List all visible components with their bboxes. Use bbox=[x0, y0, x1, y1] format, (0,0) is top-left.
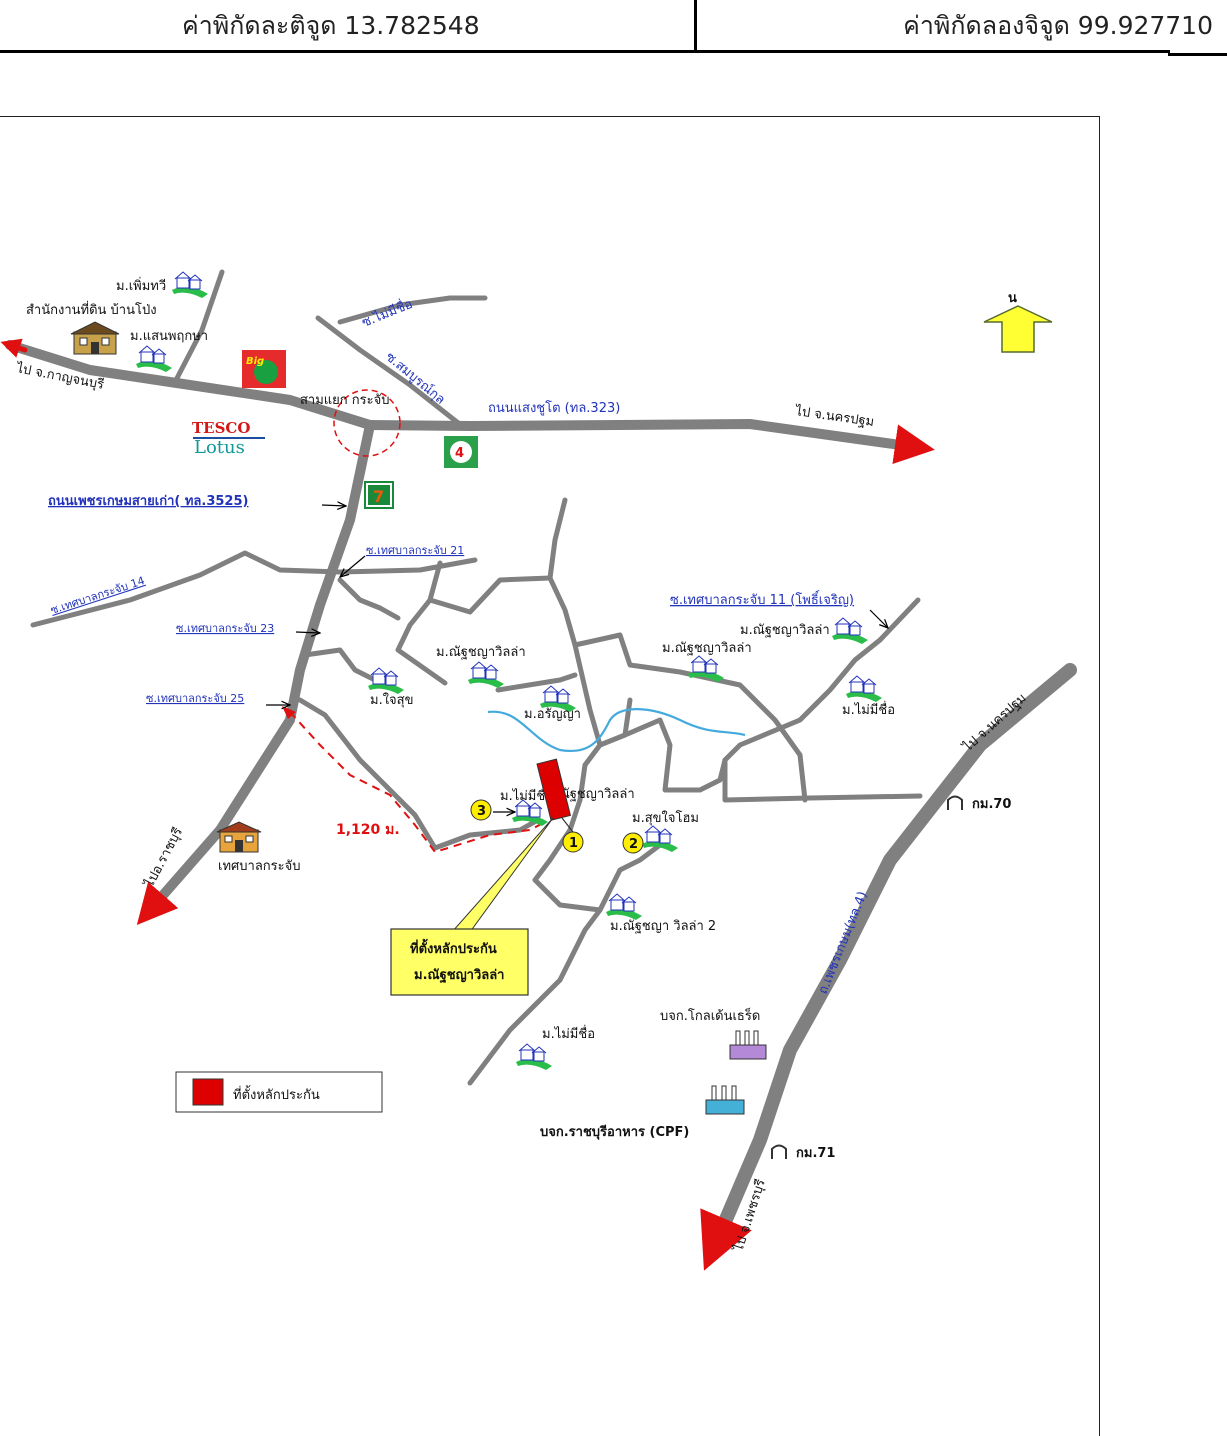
land-office-icon bbox=[70, 321, 120, 355]
river bbox=[487, 708, 746, 753]
legend: ที่ตั้งหลักประกัน bbox=[175, 1071, 383, 1113]
north-arrow: น bbox=[983, 291, 1053, 353]
label-nomame-1: ม.ไม่มีชื่อ bbox=[842, 701, 895, 718]
label-suk-jai-home: ม.สุขใจโฮม bbox=[632, 810, 699, 826]
label-petchkasem-4: ถ.เพชรเกษม(ทล.4) bbox=[816, 889, 871, 996]
label-to-nakhonpathom-top: ไป จ.นครปฐม bbox=[793, 403, 875, 430]
marker-1: 1 bbox=[569, 836, 578, 851]
label-cpf: บจก.ราชบุรีอาหาร (CPF) bbox=[540, 1124, 689, 1140]
callout-line-1: ที่ตั้งหลักประกัน bbox=[410, 938, 497, 957]
landmarks: สำนักงานที่ดิน บ้านโป่ง Big TESCO Lotus … bbox=[26, 301, 1011, 1161]
village-icon bbox=[642, 825, 678, 852]
village-icon bbox=[136, 345, 172, 372]
minor-roads bbox=[30, 269, 923, 1086]
road-petchkasem-4 bbox=[700, 663, 1077, 1271]
tesco-stripe bbox=[193, 437, 265, 439]
distance-path bbox=[289, 711, 546, 854]
svg-text:7: 7 bbox=[373, 487, 384, 506]
km71-marker-icon bbox=[771, 1144, 787, 1159]
latitude-label: ค่าพิกัดละติจูด 13.782548 bbox=[182, 11, 480, 40]
tesco-text: TESCO bbox=[192, 419, 250, 437]
collateral-site: ที่ตั้งหลักประกัน ม.ณัฐชญาวิลล่า bbox=[390, 758, 572, 996]
label-pointers bbox=[266, 505, 888, 812]
callout-line-2: ม.ณัฐชญาวิลล่า bbox=[414, 968, 504, 984]
label-saenphuksa: ม.แสนพฤกษา bbox=[130, 329, 208, 344]
longitude-label: ค่าพิกัดลองจิจูด 99.927710 bbox=[903, 11, 1213, 40]
village-icon bbox=[172, 271, 208, 298]
label-municipality: เทศบาลกระจับ bbox=[218, 859, 301, 874]
village-icon bbox=[846, 675, 882, 702]
golden-credit-factory-icon bbox=[729, 1030, 767, 1060]
map-frame bbox=[0, 116, 1100, 1436]
label-land-office: สำนักงานที่ดิน บ้านโป่ง bbox=[26, 301, 157, 318]
arrow-kanchanaburi bbox=[0, 338, 28, 358]
cpf-factory-icon bbox=[705, 1085, 745, 1115]
label-chaisuk: ม.ใจสุข bbox=[370, 692, 414, 708]
lotus-text: Lotus bbox=[194, 437, 245, 458]
label-soi-23: ซ.เทศบาลกระจับ 23 bbox=[176, 622, 274, 635]
legend-swatch bbox=[192, 1078, 224, 1106]
north-arrow-icon bbox=[983, 305, 1053, 353]
village-icon bbox=[832, 617, 868, 644]
coordinate-header: ค่าพิกัดละติจูด 13.782548 ค่าพิกัดลองจิจ… bbox=[0, 0, 1227, 56]
ptt-station-icon: 4 bbox=[444, 436, 478, 468]
bigc-logo: Big bbox=[242, 350, 286, 388]
road-kanchanaburi bbox=[5, 340, 375, 430]
bigc-text: Big bbox=[246, 356, 264, 367]
north-label: น bbox=[1008, 291, 1017, 306]
site-marker bbox=[536, 758, 572, 821]
label-km70: กม.70 bbox=[972, 797, 1011, 812]
label-soi-sombunkul: ซ.สมบูรณ์กุล bbox=[382, 349, 448, 408]
callout-box bbox=[390, 928, 529, 996]
label-nat-villa-3: ม.ณัฐชญาวิลล่า bbox=[740, 623, 830, 638]
village-icon bbox=[368, 667, 404, 694]
municipality-icon bbox=[216, 821, 262, 853]
label-golden-credit: บจก.โกลเด้นเธร็ด bbox=[660, 1006, 760, 1024]
label-distance: 1,120 ม. bbox=[336, 822, 400, 838]
header-divider bbox=[694, 0, 697, 52]
village-icons bbox=[136, 271, 882, 1070]
header-rule bbox=[0, 50, 1170, 53]
label-soi-21: ซ.เทศบาลกระจับ 21 bbox=[366, 544, 464, 557]
label-nat-villa-2b: ม.ณัฐชญา วิลล่า 2 bbox=[610, 919, 716, 934]
label-nat-villa-main: ม.ณัฐชญาวิลล่า bbox=[545, 787, 635, 802]
village-icon bbox=[688, 655, 724, 682]
label-sangchuto: ถนนแสงชูโต (ทล.323) bbox=[488, 400, 620, 416]
label-aranya: ม.อรัญญา bbox=[524, 707, 581, 722]
road-sangchuto bbox=[365, 419, 935, 465]
label-old-petchkasem: ถนนเพชรเกษมสายเก่า( ทล.3525) bbox=[48, 494, 248, 509]
village-icon bbox=[606, 893, 642, 920]
label-soi-25: ซ.เทศบาลกระจับ 25 bbox=[146, 692, 244, 705]
label-nat-villa-1: ม.ณัฐชญาวิลล่า bbox=[436, 645, 526, 660]
label-nomame-3: ม.ไม่มีชื่อ bbox=[542, 1025, 595, 1042]
svg-text:4: 4 bbox=[455, 446, 464, 461]
numbered-markers: 1 2 3 bbox=[470, 799, 644, 854]
village-icon bbox=[468, 661, 504, 688]
village-icon bbox=[540, 685, 576, 712]
main-roads bbox=[0, 338, 1077, 1271]
header-rule-right bbox=[1168, 53, 1227, 56]
label-nat-villa-2: ม.ณัฐชญาวิลล่า bbox=[662, 641, 752, 656]
village-icon bbox=[512, 799, 548, 826]
label-soi-nomame: ซ.ไม่มีชื่อ bbox=[359, 295, 415, 331]
label-km71: กม.71 bbox=[796, 1146, 835, 1161]
label-to-nakhonpathom-right: ไป จ.นครปฐม bbox=[959, 690, 1029, 756]
legend-label: ที่ตั้งหลักประกัน bbox=[233, 1085, 320, 1103]
village-icon bbox=[516, 1043, 552, 1070]
marker-3: 3 bbox=[477, 804, 486, 819]
seven-eleven-icon: 7 bbox=[364, 481, 394, 509]
junction-circle bbox=[333, 389, 401, 457]
label-nomame-2: ม.ไม่มีชื่อ bbox=[500, 787, 553, 804]
village-labels: ม.เพิ่มทวี ม.แสนพฤกษา ม.ใจสุข ม.ณัฐชญาวิ… bbox=[116, 277, 895, 1042]
label-soi-11: ซ.เทศบาลกระจับ 11 (โพธิ์เจริญ) bbox=[670, 590, 854, 608]
marker-2: 2 bbox=[629, 837, 638, 852]
label-phimthawi: ม.เพิ่มทวี bbox=[116, 277, 166, 294]
km70-marker-icon bbox=[947, 795, 963, 810]
label-samyaek: สามแยก กระจับ bbox=[300, 393, 390, 408]
